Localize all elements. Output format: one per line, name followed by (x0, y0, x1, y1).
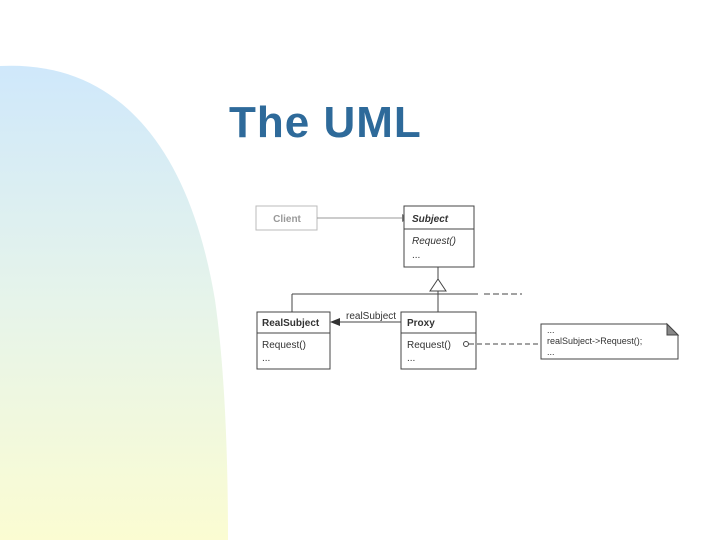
realsubject-class-name: RealSubject (262, 318, 320, 329)
slide-title: The UML (229, 98, 422, 147)
subject-op-request: Request() (412, 236, 456, 247)
proxy-op-more: ... (407, 353, 415, 364)
realsubject-op-more: ... (262, 353, 270, 364)
association-label: realSubject (346, 311, 396, 322)
proxy-class: Proxy Request() ... (400, 311, 477, 370)
client-class-name: Client (273, 214, 301, 225)
proxy-op-request: Request() (407, 340, 451, 351)
subject-op-more: ... (412, 250, 420, 261)
realsubject-class: RealSubject Request() ... (256, 311, 331, 370)
subject-class: Subject Request() ... (403, 205, 475, 268)
inheritance-triangle (429, 278, 447, 292)
client-class: Client (255, 205, 318, 231)
realsubject-op-request: Request() (262, 340, 306, 351)
proxy-class-name: Proxy (407, 318, 435, 329)
note-line-2: realSubject->Request(); (547, 336, 642, 346)
implementation-note: ... realSubject->Request(); ... (540, 322, 680, 360)
subject-class-name: Subject (412, 214, 449, 225)
background-curve (0, 65, 228, 540)
note-line-3: ... (547, 347, 555, 357)
note-line-1: ... (547, 325, 555, 335)
proxy-realsubject-arrowhead (330, 318, 340, 326)
note-dog-ear (666, 322, 680, 336)
note-anchor-circle (463, 341, 469, 347)
